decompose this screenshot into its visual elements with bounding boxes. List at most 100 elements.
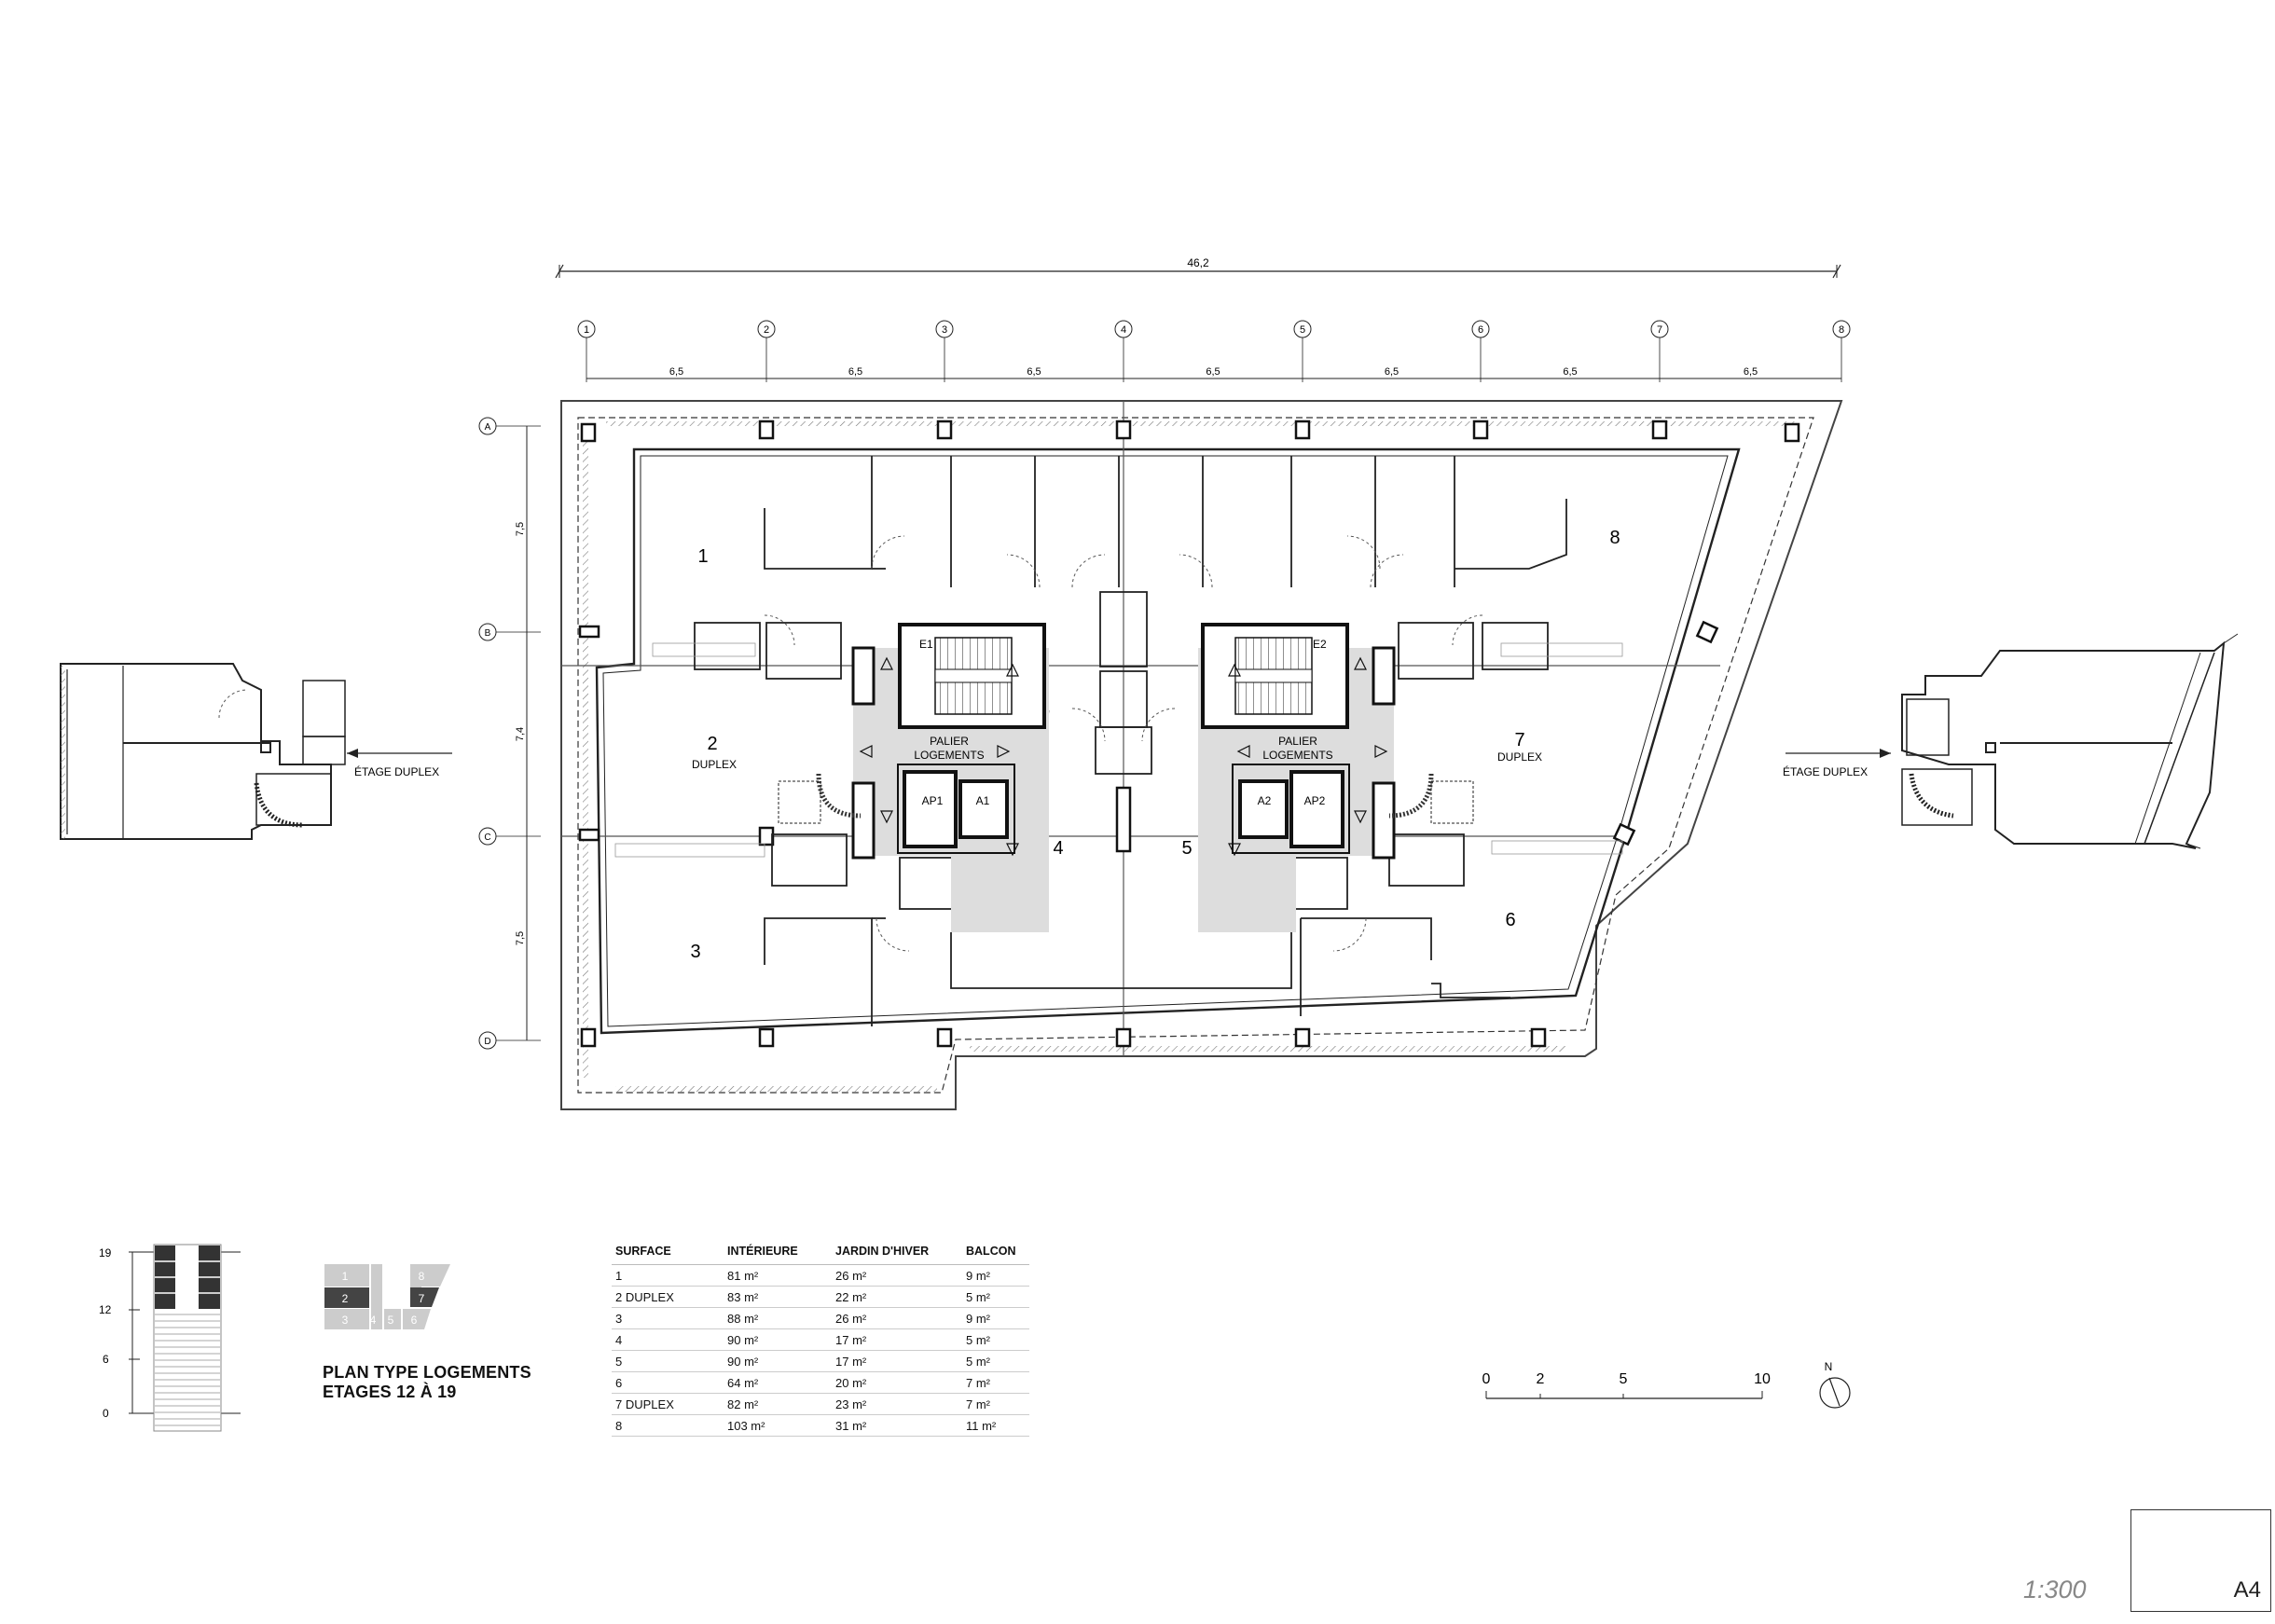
lift-a1-label: A1 (976, 794, 990, 807)
table-row: 5 90 m² 17 m² 5 m² (612, 1350, 1029, 1372)
cell-winter-garden: 20 m² (832, 1371, 962, 1394)
key-plan-unit-3: 3 (342, 1314, 349, 1327)
cell-winter-garden: 23 m² (832, 1393, 962, 1415)
overall-dimension-label: 46,2 (1187, 256, 1209, 269)
bay-spacing-label: 6,5 (669, 366, 683, 378)
structural-lines (561, 401, 1720, 1056)
cell-interior: 64 m² (724, 1371, 832, 1394)
key-plan-unit-2: 2 (342, 1292, 349, 1305)
cell-interior: 90 m² (724, 1328, 832, 1351)
sheet-size-label: A4 (2233, 1577, 2261, 1603)
scale-bar-0: 0 (1482, 1371, 1491, 1387)
cell-balcony: 7 m² (962, 1393, 1029, 1415)
grid-row-label: D (484, 1037, 490, 1047)
grid-col-label: 7 (1657, 324, 1662, 336)
cell-interior: 81 m² (724, 1264, 832, 1287)
title-line-1: PLAN TYPE LOGEMENTS (323, 1363, 531, 1382)
row-spacing-label: 7,5 (515, 522, 526, 536)
key-plan-unit-1: 1 (342, 1270, 349, 1283)
duplex-inset-right (1901, 633, 2239, 849)
unit-5-label: 5 (1181, 838, 1192, 859)
drawing-scale: 1:300 (2023, 1576, 2087, 1603)
stair-e2-label: E2 (1313, 638, 1327, 651)
cell-interior: 103 m² (724, 1414, 832, 1437)
unit-7-sublabel: DUPLEX (1497, 750, 1542, 764)
row-spacing-label: 7,5 (515, 931, 526, 945)
bay-spacing-label: 6,5 (1206, 366, 1220, 378)
lift-ap1-label: AP1 (922, 794, 944, 807)
lift-ap2-label: AP2 (1304, 794, 1326, 807)
unit-7-label: 7 (1514, 730, 1524, 750)
grid-row-label: B (485, 628, 491, 639)
level-label-19: 19 (99, 1246, 112, 1259)
duplex-arrow-left: ÉTAGE DUPLEX (347, 749, 452, 778)
header-surface: SURFACE (612, 1245, 724, 1265)
header-interior: INTÉRIEURE (724, 1245, 832, 1265)
table-row: 7 DUPLEX 82 m² 23 m² 7 m² (612, 1393, 1029, 1415)
unit-labels: 1 2 DUPLEX 3 4 5 6 7 DUPLEX 8 (690, 528, 1620, 962)
landing-right-line1: PALIER (1278, 735, 1317, 748)
level-label-0: 0 (103, 1407, 109, 1420)
title-line-2: ETAGES 12 À 19 (323, 1383, 457, 1401)
cell-unit: 2 DUPLEX (612, 1286, 724, 1308)
table-row: 4 90 m² 17 m² 5 m² (612, 1328, 1029, 1351)
overall-dimension: 46,2 (555, 256, 1841, 279)
surface-table-header: SURFACE INTÉRIEURE JARDIN D'HIVER BALCON (612, 1245, 1029, 1265)
unit-8-label: 8 (1609, 528, 1620, 548)
unit-2-label: 2 (707, 734, 717, 754)
table-row: 6 64 m² 20 m² 7 m² (612, 1371, 1029, 1394)
grid-row-label: A (485, 422, 491, 433)
landing-left-line1: PALIER (930, 735, 969, 748)
floor-level-diagram: 19 12 6 0 (99, 1244, 241, 1432)
cell-balcony: 9 m² (962, 1307, 1029, 1329)
scale-bar-10: 10 (1754, 1371, 1771, 1387)
cell-balcony: 5 m² (962, 1350, 1029, 1372)
core-right: E2 PALIER LOGEMENTS A2 AP2 (1198, 623, 1396, 932)
cell-unit: 6 (612, 1371, 724, 1394)
unit-4-label: 4 (1053, 838, 1063, 859)
row-spacing-label: 7,4 (515, 727, 526, 741)
grid-row-label: C (484, 833, 490, 843)
table-row: 2 DUPLEX 83 m² 22 m² 5 m² (612, 1286, 1029, 1308)
sheet-size-box: A4 (2130, 1509, 2271, 1612)
unit-1-label: 1 (697, 546, 708, 567)
table-row: 1 81 m² 26 m² 9 m² (612, 1264, 1029, 1287)
grid-rows: A B C D 7,5 7,4 7,5 (478, 417, 541, 1050)
grid-col-label: 5 (1300, 324, 1305, 336)
unit-3-label: 3 (690, 942, 700, 962)
cell-winter-garden: 26 m² (832, 1264, 962, 1287)
scale-bar-5: 5 (1620, 1371, 1628, 1387)
key-plan-unit-8: 8 (419, 1270, 425, 1283)
cell-winter-garden: 17 m² (832, 1328, 962, 1351)
cell-unit: 3 (612, 1307, 724, 1329)
duplex-arrow-right: ÉTAGE DUPLEX (1783, 749, 1891, 778)
grid-col-label: 6 (1478, 324, 1483, 336)
header-winter-garden: JARDIN D'HIVER (832, 1245, 962, 1265)
key-plan-unit-7: 7 (419, 1292, 425, 1305)
bay-spacing-label: 6,5 (1744, 366, 1758, 378)
key-plan-unit-4: 4 (370, 1314, 377, 1327)
cell-winter-garden: 22 m² (832, 1286, 962, 1308)
cell-interior: 82 m² (724, 1393, 832, 1415)
cell-winter-garden: 31 m² (832, 1414, 962, 1437)
bay-spacing-label: 6,5 (1385, 366, 1399, 378)
grid-col-label: 3 (942, 324, 947, 336)
level-label-12: 12 (99, 1303, 112, 1316)
key-plan-unit-6: 6 (411, 1314, 418, 1327)
building-outline (560, 400, 1843, 1110)
scale-bar-2: 2 (1537, 1371, 1545, 1387)
table-row: 8 103 m² 31 m² 11 m² (612, 1414, 1029, 1437)
surface-table: SURFACE INTÉRIEURE JARDIN D'HIVER BALCON… (612, 1245, 1029, 1437)
unit-6-label: 6 (1505, 910, 1515, 930)
bay-spacing-label: 6,5 (1027, 366, 1041, 378)
north-label: N (1825, 1360, 1833, 1373)
duplex-inset-left (60, 663, 346, 840)
north-arrow-icon: N (1819, 1360, 1851, 1409)
cell-winter-garden: 26 m² (832, 1307, 962, 1329)
cell-interior: 90 m² (724, 1350, 832, 1372)
cell-balcony: 11 m² (962, 1414, 1029, 1437)
cell-unit: 4 (612, 1328, 724, 1351)
duplex-arrow-right-label: ÉTAGE DUPLEX (1783, 764, 1868, 778)
